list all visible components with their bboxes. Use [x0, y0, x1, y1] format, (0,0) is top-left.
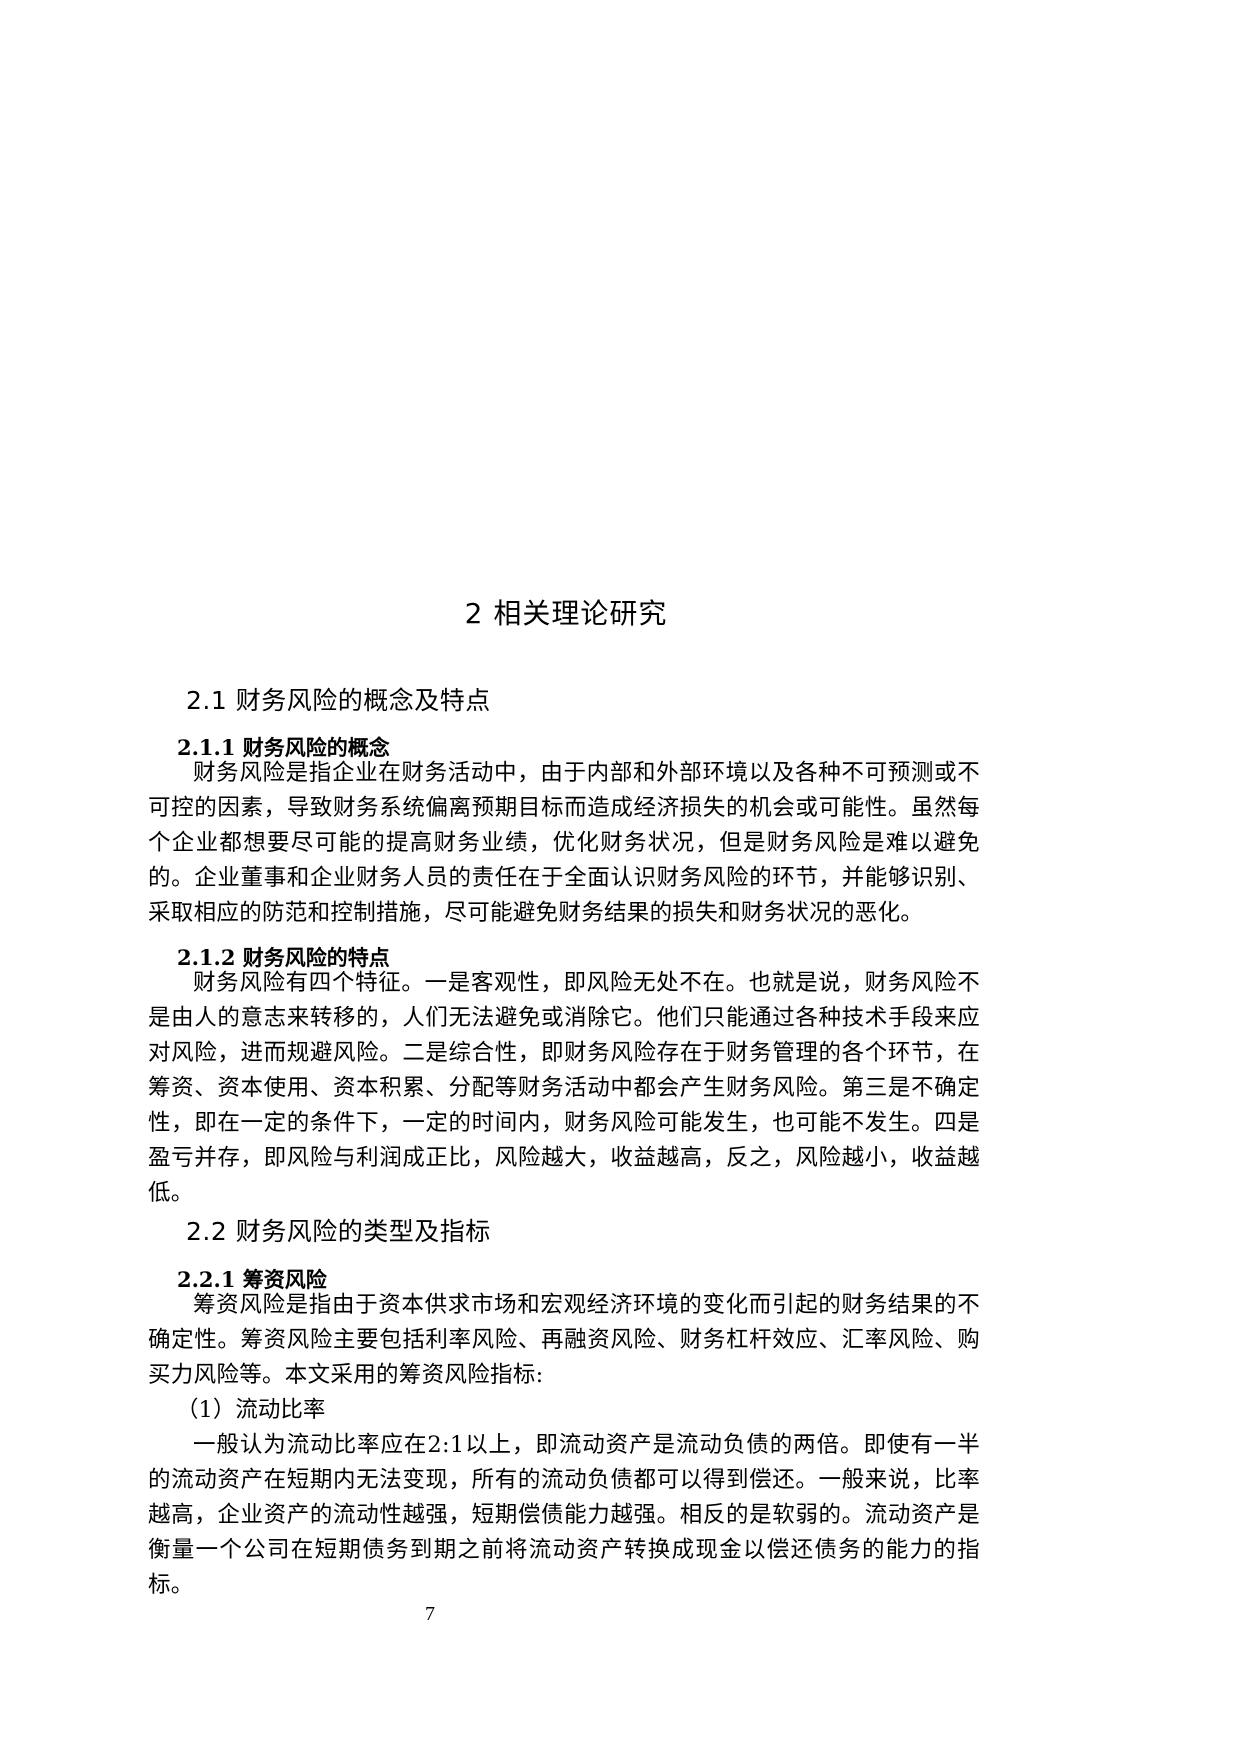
paragraph-current-ratio: 一般认为流动比率应在2:1以上，即流动资产是流动负债的两倍。即使有一半的流动资产… [148, 1432, 980, 1598]
paragraph-2-1-2: 财务风险有四个特征。一是客观性，即风险无处不在。也就是说，财务风险不是由人的意志… [148, 970, 980, 1206]
paragraph-2-1-1: 财务风险是指企业在财务活动中，由于内部和外部环境以及各种不可预测或不可控的因素，… [148, 760, 980, 926]
section-heading-2-2: 2.2 财务风险的类型及指标 [186, 1217, 491, 1246]
section-heading-2-1: 2.1 财务风险的概念及特点 [186, 686, 491, 715]
subsection-heading-2-2-1: 2.2.1 筹资风险 [177, 1267, 327, 1292]
page-number: 7 [425, 1603, 435, 1625]
subsection-heading-2-1-2: 2.1.2 财务风险的特点 [177, 945, 390, 970]
subsection-heading-2-1-1: 2.1.1 财务风险的概念 [177, 735, 390, 760]
paragraph-2-2-1: 筹资风险是指由于资本供求市场和宏观经济环境的变化而引起的财务结果的不确定性。筹资… [148, 1292, 980, 1388]
chapter-title: 2 相关理论研究 [464, 597, 668, 630]
list-item-current-ratio: （1）流动比率 [176, 1397, 326, 1423]
